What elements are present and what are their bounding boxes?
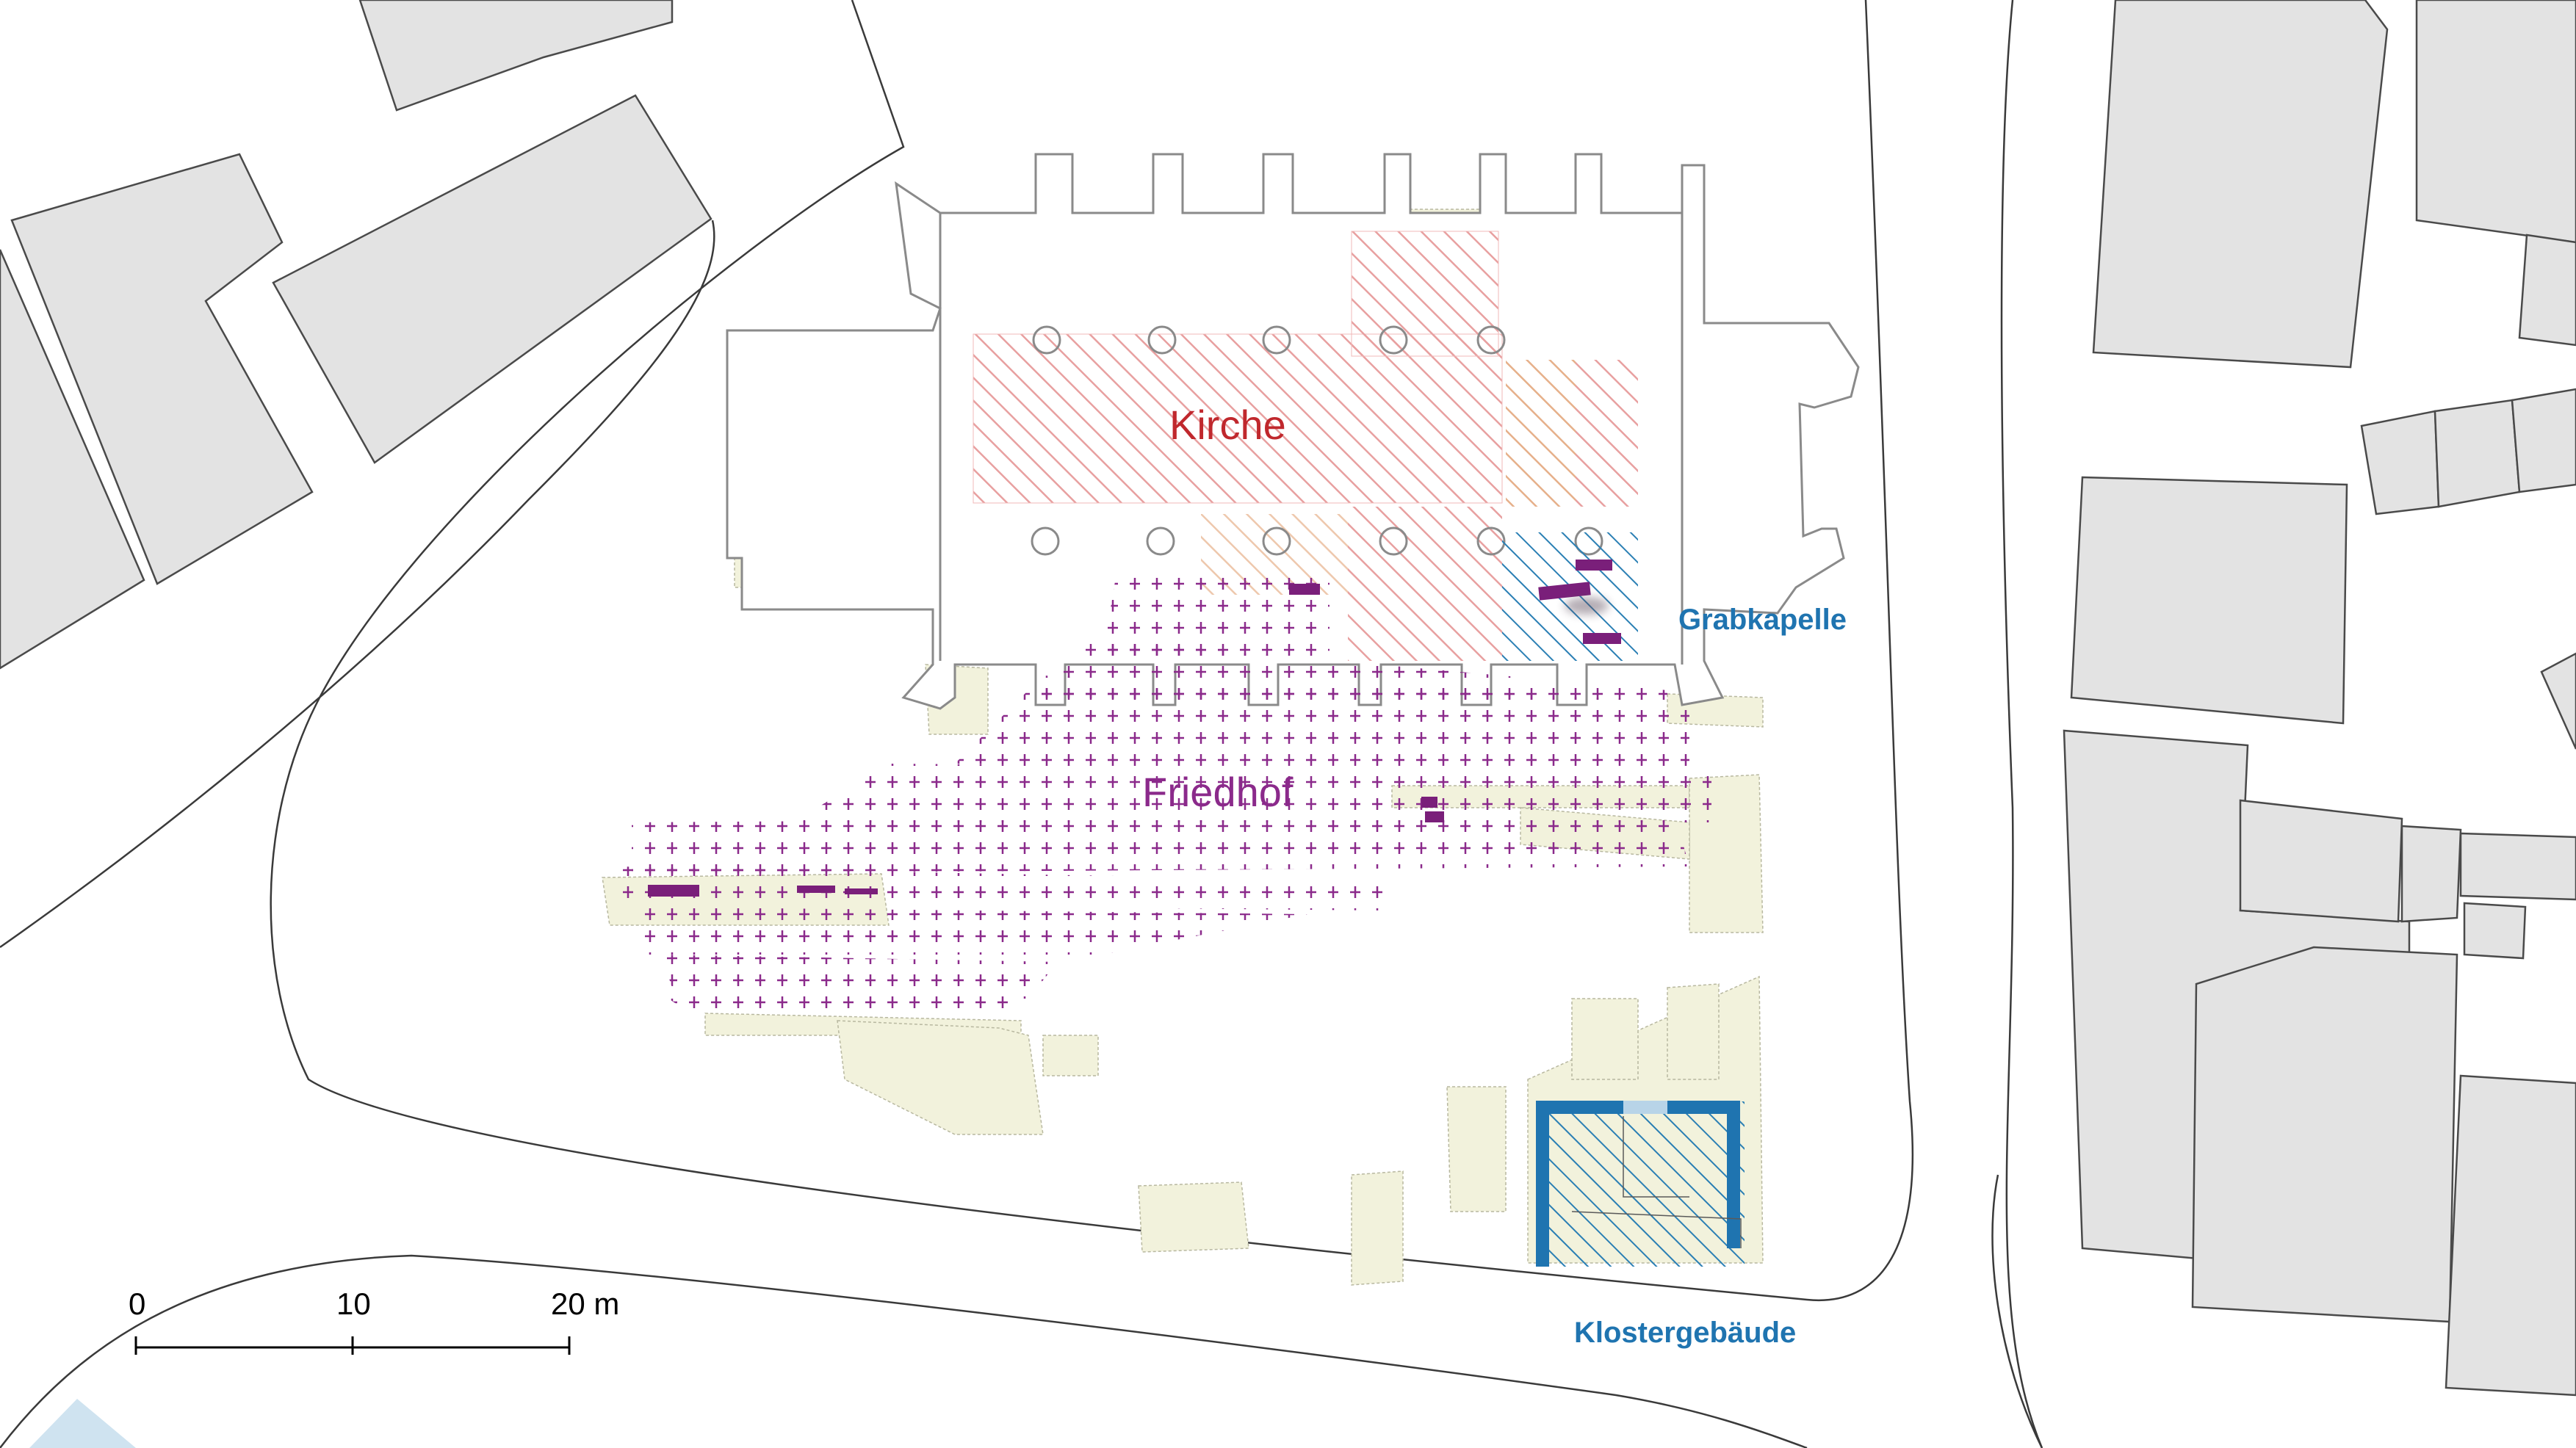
building-ne-2	[2415, 0, 2576, 244]
monastery-area	[1536, 1101, 1745, 1267]
church-upper-hatch	[1351, 231, 1499, 357]
building-e-mid	[2070, 476, 2348, 725]
building-se-4	[2459, 832, 2576, 901]
church-east-hatch	[1506, 360, 1576, 507]
corner-marker	[29, 1399, 136, 1448]
road-edge-east	[2000, 0, 2043, 1448]
building-ne-3	[2518, 234, 2576, 347]
road-edge-south	[0, 1254, 1808, 1448]
road-edge-square	[270, 0, 1914, 1302]
building-se-6	[2191, 946, 2458, 1323]
building-se-2	[2239, 799, 2403, 923]
label-monastery: Klostergebäude	[1574, 1317, 1796, 1349]
graves	[648, 560, 1621, 897]
building-e-edge	[2540, 652, 2576, 750]
building-w-edge	[0, 249, 145, 670]
building-se-7	[2445, 1074, 2576, 1397]
church-east2-hatch	[1576, 360, 1638, 507]
label-cemetery: Friedhof	[1142, 769, 1294, 815]
scale-bar	[134, 1336, 571, 1355]
label-church: Kirche	[1169, 402, 1286, 448]
street-lines	[0, 0, 2043, 1448]
road-edge-west	[0, 220, 715, 949]
road-edge-east-2	[1991, 1174, 2043, 1448]
building-e-row-3	[2511, 388, 2576, 493]
scale-tick-0: 0	[129, 1286, 145, 1321]
surrounding-buildings	[0, 0, 2576, 1397]
scale-tick-10: 10	[336, 1286, 371, 1321]
church-lower-hatch	[1348, 507, 1502, 661]
building-ne-1	[2092, 0, 2389, 369]
building-e-row-2	[2434, 399, 2521, 508]
scale-tick-20: 20 m	[551, 1286, 619, 1321]
building-se-5	[2463, 902, 2527, 960]
building-nw-2	[10, 153, 314, 585]
label-burial-chapel: Grabkapelle	[1678, 604, 1847, 636]
building-nw-3	[272, 94, 712, 464]
cemetery-crosses	[610, 573, 1711, 1017]
building-se-3	[2400, 825, 2462, 923]
building-nw-1	[358, 0, 674, 112]
building-e-row-1	[2360, 410, 2440, 515]
church-main-hatch	[973, 333, 1503, 504]
